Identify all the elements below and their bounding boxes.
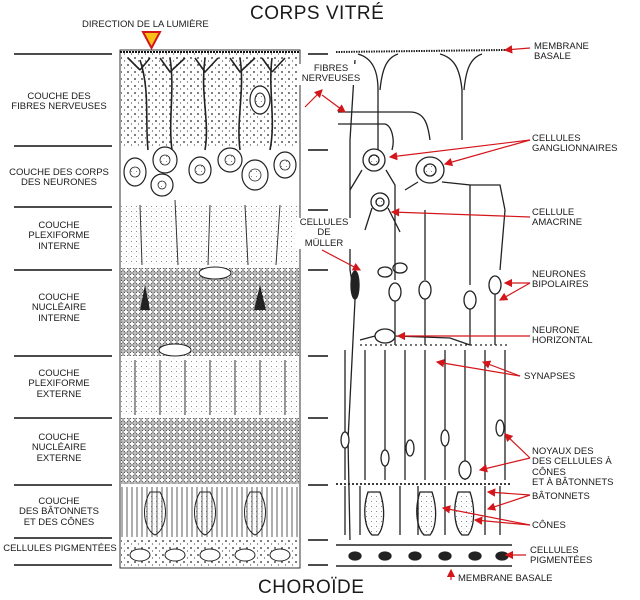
title-choroid: CHOROÏDE: [258, 577, 365, 598]
label-rods: BÂTONNETS: [532, 491, 590, 502]
label-horizontal-neuron: NEURONE HORIZONTAL: [532, 325, 593, 347]
layer-label-pigment-cells: CELLULES PIGMENTÉES: [3, 543, 117, 554]
layer-label-inner-plexiform: COUCHE PLEXIFORME INTERNE: [28, 220, 90, 252]
layer-label-outer-nuclear: COUCHE NUCLÉAIRE EXTERNE: [31, 432, 87, 464]
light-direction-arrow: [141, 31, 162, 51]
layer-label-outer-plexiform: COUCHE PLEXIFORME EXTERNE: [28, 368, 90, 400]
label-photoreceptor-nuclei: NOYAUX DES DES CELLULES À CÔNES ET À BÂT…: [532, 446, 614, 488]
histology-section: [119, 49, 301, 569]
label-pigment-cells-right: CELLULES PIGMENTÉES: [530, 545, 593, 567]
light-direction-label: DIRECTION DE LA LUMIÈRE: [82, 19, 209, 30]
label-synapses: SYNAPSES: [524, 371, 576, 382]
layer-label-nerve-fibers: COUCHE DES FIBRES NERVEUSES: [11, 91, 107, 113]
label-muller-cells: CELLULES DE MÜLLER: [296, 217, 352, 249]
title-vitreous-body: CORPS VITRÉ: [250, 3, 385, 24]
label-cones: CÔNES: [532, 520, 566, 531]
label-amacrine-cell: CELLULE AMACRINE: [532, 207, 583, 229]
pointer-arrows: [304, 45, 531, 580]
label-bipolar-neurons: NEURONES BIPOLAIRES: [532, 269, 589, 291]
schematic-diagram: [335, 49, 512, 567]
label-basal-membrane-top: MEMBRANE BASALE: [534, 41, 589, 63]
layer-label-neuron-bodies: COUCHE DES CORPS DES NEURONES: [9, 167, 109, 189]
label-nerve-fibers: FIBRES NERVEUSES: [298, 63, 364, 85]
center-ticks: [308, 53, 328, 566]
layer-label-inner-nuclear: COUCHE NUCLÉAIRE INTERNE: [31, 292, 87, 324]
label-ganglion-cells: CELLULES GANGLIONNAIRES: [532, 133, 618, 155]
layer-separators: [14, 53, 112, 566]
label-basal-membrane-bottom: MEMBRANE BASALE: [458, 573, 553, 584]
layer-label-rods-cones: COUCHE DES BÂTONNETS ET DES CÔNES: [18, 496, 100, 528]
